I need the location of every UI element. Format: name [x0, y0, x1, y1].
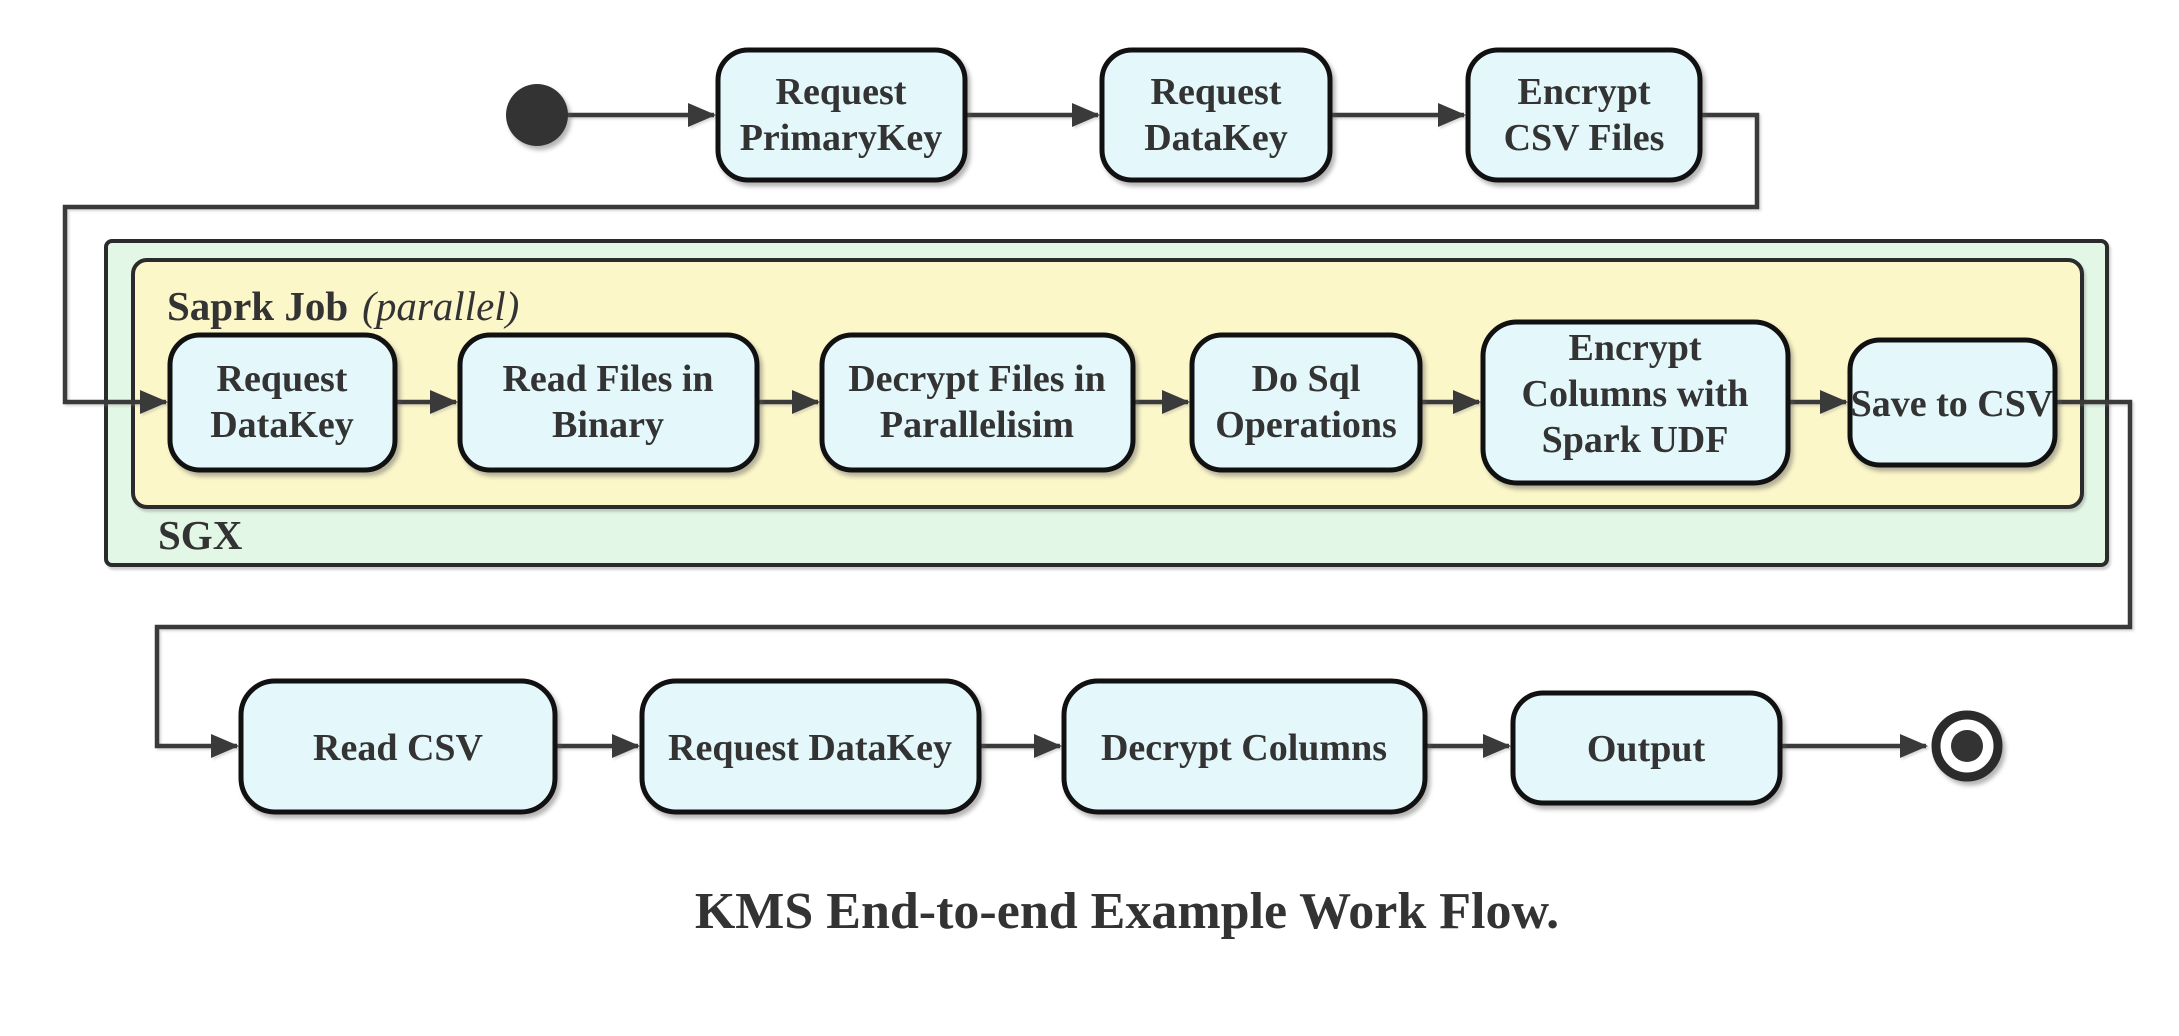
spark-job-container-label: Saprk Job (parallel) — [167, 283, 519, 329]
node-label-line: Read CSV — [313, 727, 484, 769]
node-read-csv: Read CSV — [238, 678, 558, 815]
node-decrypt-columns-box — [1061, 678, 1428, 815]
start-node-icon — [506, 84, 568, 146]
node-label-line: Encrypt — [1518, 71, 1651, 113]
end-node-dot — [1951, 730, 1983, 762]
node-request-datakey-sgx-box — [167, 332, 398, 473]
node-label-line: Request — [1151, 71, 1282, 113]
node-request-datakey-top-box — [1099, 47, 1333, 183]
edges — [62, 103, 2133, 758]
node-read-files-binary-box — [457, 332, 760, 473]
edge-encrypt-csv-to-sgx-request-datakey — [62, 112, 1760, 414]
node-request-primarykey-box — [715, 47, 968, 183]
node-encrypt-csv-files-box — [1465, 47, 1703, 183]
node-decrypt-columns: Decrypt Columns — [1061, 678, 1428, 815]
node-output: Output — [1510, 690, 1783, 806]
node-save-to-csv: Save to CSV — [1847, 337, 2058, 468]
spark-job-label-italic: (parallel) — [362, 283, 519, 329]
end-node-icon — [1931, 710, 2003, 782]
node-label-line: Encrypt — [1569, 327, 1702, 369]
node-label-line: Binary — [552, 404, 664, 446]
node-save-to-csv-box — [1847, 337, 2058, 468]
node-request-datakey-bottom-box — [639, 678, 982, 815]
node-label-line: Request — [217, 358, 348, 400]
node-label-line: DataKey — [210, 404, 354, 446]
node-read-csv-label: Read CSV — [313, 727, 484, 769]
node-label-line: Columns with — [1522, 373, 1749, 415]
node-label-line: Operations — [1215, 404, 1397, 446]
node-decrypt-files-parallelism-box — [819, 332, 1136, 473]
node-label-line: CSV Files — [1504, 117, 1665, 159]
node-do-sql-operations-box — [1189, 332, 1423, 473]
node-label-line: Read Files in — [502, 358, 713, 400]
node-output-box — [1510, 690, 1783, 806]
node-request-datakey-bottom: Request DataKey — [639, 678, 982, 815]
node-label-line: Do Sql — [1252, 358, 1361, 400]
node-label-line: Decrypt Columns — [1101, 727, 1387, 769]
node-label-line: Request — [776, 71, 907, 113]
sgx-container-label: SGX — [158, 512, 243, 558]
node-label-line: Save to CSV — [1851, 383, 2054, 425]
edge-save-csv-to-read-csv — [154, 399, 2133, 758]
node-label-line: Spark UDF — [1542, 419, 1729, 461]
diagram-caption: KMS End-to-end Example Work Flow. — [695, 883, 1559, 940]
node-decrypt-columns-label: Decrypt Columns — [1101, 727, 1387, 769]
node-label-line: Output — [1587, 728, 1706, 770]
spark-job-label-bold: Saprk Job — [167, 283, 348, 329]
node-label-line: Decrypt Files in — [848, 358, 1106, 400]
node-read-csv-box — [238, 678, 558, 815]
node-request-datakey-bottom-label: Request DataKey — [668, 727, 952, 769]
node-label-line: DataKey — [1144, 117, 1288, 159]
node-output-label: Output — [1587, 728, 1706, 770]
node-encrypt-columns-spark-udf-box — [1480, 319, 1791, 486]
node-save-to-csv-label: Save to CSV — [1851, 383, 2054, 425]
node-label-line: PrimaryKey — [740, 117, 943, 159]
node-label-line: Request DataKey — [668, 727, 952, 769]
node-label-line: Parallelisim — [880, 404, 1074, 446]
